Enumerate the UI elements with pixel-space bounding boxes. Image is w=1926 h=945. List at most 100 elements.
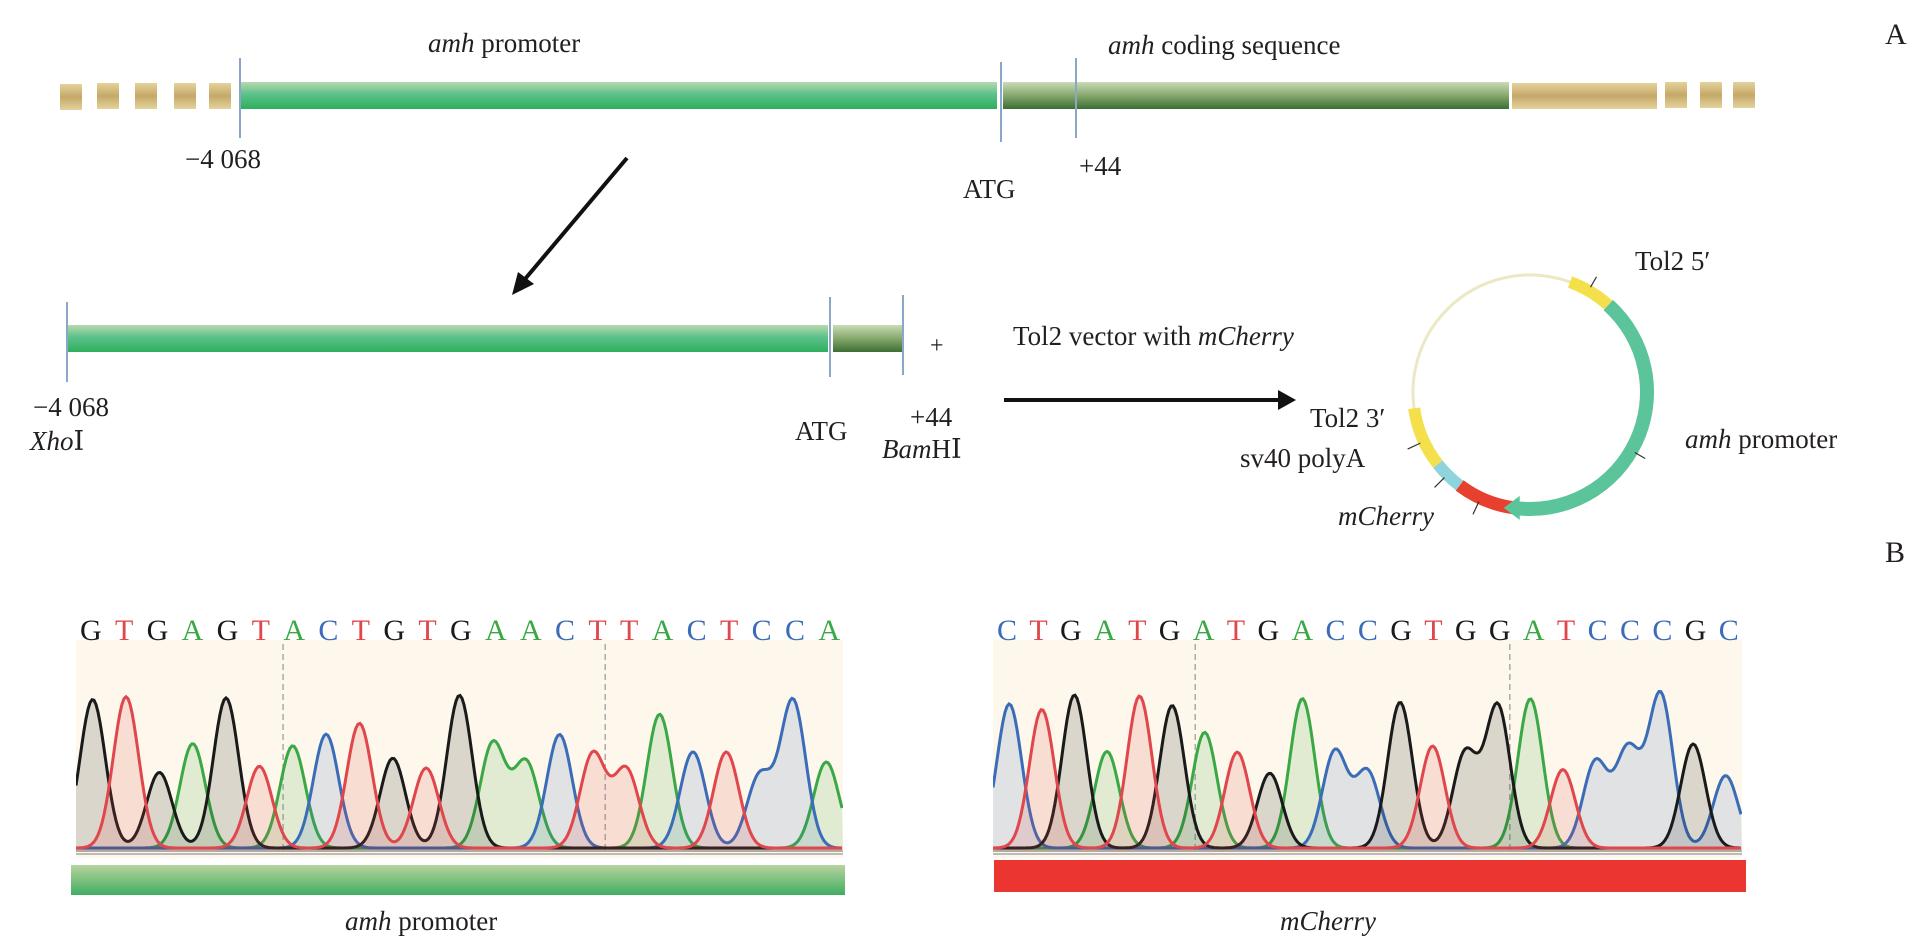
plasmid-segment-tol2-3 xyxy=(1408,407,1443,468)
trace-plot xyxy=(993,644,1742,855)
plasmid-segment-amh-promoter xyxy=(1512,299,1654,516)
base-call-c: C xyxy=(997,614,1018,647)
extraction-arrow xyxy=(512,156,629,295)
trace-fill-c xyxy=(76,698,843,852)
amh-promoter-bar xyxy=(71,865,845,895)
base-call-a: A xyxy=(1094,614,1116,647)
plasmid-backbone xyxy=(1411,273,1571,433)
trace-line-t xyxy=(993,694,1741,850)
chromatogram-caption: mCherry xyxy=(1280,906,1376,936)
base-call-t: T xyxy=(1424,614,1443,647)
flank-block xyxy=(209,83,231,109)
arrow-head-icon xyxy=(1278,390,1296,410)
bamhi-label-roman: HⅠ xyxy=(931,434,962,464)
arrow-head-icon xyxy=(512,272,534,295)
flank-block xyxy=(135,83,157,109)
vector-label: Tol2 vector with mCherry xyxy=(1013,323,1294,350)
fragment-marker-atg xyxy=(829,297,831,377)
base-call-t: T xyxy=(351,614,370,647)
base-call-g: G xyxy=(146,614,169,647)
caption-gene: amh xyxy=(345,906,392,936)
base-call-g: G xyxy=(1684,614,1707,647)
arrow-shaft xyxy=(518,156,629,287)
base-call-g: G xyxy=(1390,614,1412,647)
base-call-t: T xyxy=(1556,614,1576,647)
plasmid-label-tol2-5: Tol2 5′ xyxy=(1635,246,1711,276)
plasmid-leader-line xyxy=(1434,477,1445,488)
base-call-c: C xyxy=(318,614,339,647)
base-call-c: C xyxy=(784,614,805,647)
fragment-end-label: +44 xyxy=(910,402,953,432)
caption-text: promoter xyxy=(391,906,498,936)
vector-label-text: Tol2 vector with xyxy=(1013,321,1198,351)
promoter-region-bar xyxy=(240,82,997,109)
position-end-label: +44 xyxy=(1079,151,1122,181)
fragment-atg-label: ATG xyxy=(795,416,848,446)
cds-label-gene: amh xyxy=(1108,30,1155,60)
base-call-g: G xyxy=(1488,614,1511,647)
base-call-t: T xyxy=(115,614,134,647)
marker-line-atg xyxy=(1000,62,1002,142)
base-call-a: A xyxy=(818,614,840,647)
base-call-c: C xyxy=(1357,614,1378,647)
base-call-c: C xyxy=(554,614,575,647)
trace-fill-c xyxy=(993,691,1742,852)
fragment-promoter-bar xyxy=(67,325,828,352)
bamhi-label-italic: Bam xyxy=(882,434,932,464)
marker-line-plus44 xyxy=(1075,58,1077,138)
base-call-g: G xyxy=(1060,614,1082,647)
plus-sign: + xyxy=(930,333,944,359)
utr-block xyxy=(1512,83,1657,109)
ligation-arrow xyxy=(1004,390,1296,410)
base-call-c: C xyxy=(751,614,772,647)
base-call-a: A xyxy=(519,614,542,647)
base-call-a: A xyxy=(181,614,204,647)
trace-fill-t xyxy=(76,696,843,852)
plasmid-leader-line xyxy=(1589,276,1598,288)
coding-sequence-label: amh coding sequence xyxy=(1108,32,1340,59)
xhoi-label-italic: Xho xyxy=(30,426,74,456)
plasmid-segment-mcherry xyxy=(1455,480,1515,515)
base-call-g: G xyxy=(80,614,102,647)
base-call-g: G xyxy=(216,614,239,647)
flank-block xyxy=(1665,82,1687,108)
mcherry-bar xyxy=(994,860,1746,892)
base-call-t: T xyxy=(619,614,639,647)
base-call-c: C xyxy=(1718,614,1739,647)
plasmid-promoter-gene: amh xyxy=(1685,424,1732,454)
base-call-a: A xyxy=(1522,614,1545,647)
chromatogram-caption: amh promoter xyxy=(345,908,497,935)
plasmid-promoter-text: promoter xyxy=(1731,424,1838,454)
flank-block xyxy=(1733,82,1755,108)
base-call-t: T xyxy=(1029,614,1048,647)
panel-label-a: A xyxy=(1885,18,1907,51)
promoter-label: amh promoter xyxy=(428,30,580,57)
flank-block xyxy=(60,84,82,110)
base-call-a: A xyxy=(651,614,674,647)
plasmid-leader-line xyxy=(1634,451,1646,460)
base-call-a: A xyxy=(484,614,507,647)
fragment-marker-end xyxy=(902,295,904,375)
xhoi-label-roman: Ⅰ xyxy=(73,426,85,456)
plasmid-leader-line xyxy=(1472,501,1480,515)
base-call-t: T xyxy=(418,614,437,647)
panel-label-b: B xyxy=(1885,536,1906,569)
base-call-t: T xyxy=(251,614,270,647)
plasmid-label-tol2-3: Tol2 3′ xyxy=(1310,403,1386,433)
vector-label-gene: mCherry xyxy=(1197,321,1294,351)
coding-sequence-bar xyxy=(1003,82,1509,109)
base-call-g: G xyxy=(383,614,405,647)
position-start-label: −4 068 xyxy=(185,144,261,174)
promoter-direction-arrow-icon xyxy=(1503,495,1520,520)
fragment-cds-bar xyxy=(833,325,903,352)
plasmid-label-promoter: amh promoter xyxy=(1685,426,1837,453)
base-call-t: T xyxy=(719,614,739,647)
flank-block xyxy=(174,83,196,109)
base-call-t: T xyxy=(1128,614,1147,647)
plasmid-segment-tol2-5 xyxy=(1567,276,1613,310)
base-call-c: C xyxy=(1325,614,1346,647)
base-call-c: C xyxy=(1652,614,1673,647)
base-call-g: G xyxy=(1454,614,1477,647)
